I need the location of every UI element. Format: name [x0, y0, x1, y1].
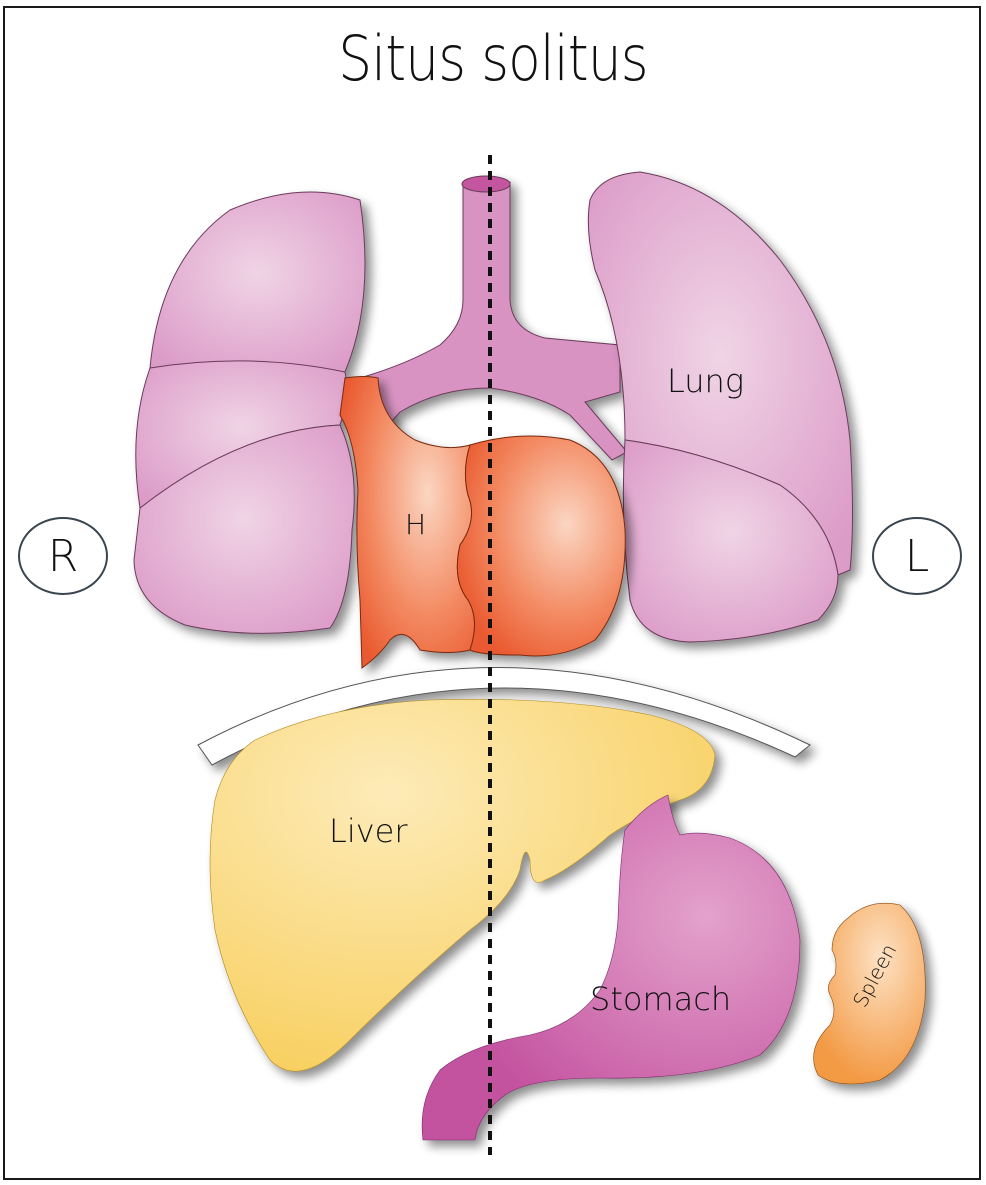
right-side-label: R: [47, 530, 79, 582]
diaphragm: [197, 667, 811, 766]
spleen: [813, 902, 926, 1085]
figure-title: Situs solitus: [338, 22, 648, 95]
stomach-label: Stomach: [590, 980, 732, 1018]
right-lung: [133, 191, 366, 634]
lung-label: Lung: [667, 362, 745, 400]
heart: [339, 376, 626, 669]
left-side-label: L: [904, 530, 930, 582]
heart-label: H: [405, 508, 427, 541]
stomach: [421, 794, 801, 1141]
right-side-badge: R: [18, 517, 108, 595]
figure-frame: [3, 6, 981, 1180]
trachea: [344, 175, 628, 461]
left-side-badge: L: [872, 517, 962, 595]
left-lung: [587, 171, 853, 643]
liver: [209, 699, 716, 1072]
liver-label: Liver: [329, 812, 408, 850]
